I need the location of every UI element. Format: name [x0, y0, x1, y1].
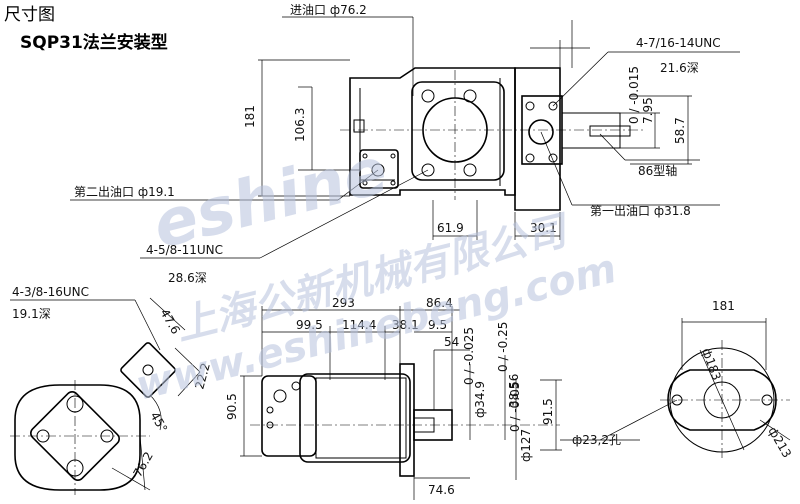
tol-38-56: 0 / -0.25: [496, 322, 510, 372]
dim-181-end: 181: [712, 299, 735, 313]
dim-30-1: 30.1: [530, 221, 557, 235]
holes-label: ф23,2孔: [572, 433, 621, 447]
dim-38-1: 38.1: [392, 318, 419, 332]
dim-45: 45°: [147, 410, 170, 435]
watermark-brand: eshine: [146, 134, 395, 263]
second-outlet-label: 第二出油口 ф19.1: [74, 185, 175, 199]
dim-74-6: 74.6: [428, 483, 455, 497]
first-outlet-label: 第一出油口 ф31.8: [590, 204, 691, 218]
depth-19-1-label: 19.1深: [12, 307, 51, 321]
tol-34-9: 0 / -0.025: [462, 327, 476, 385]
drawing-subtitle: SQP31法兰安装型: [20, 32, 168, 53]
dim-76-2: 76.2: [130, 449, 155, 479]
unc-top-right-label: 4-7/16-14UNC: [636, 36, 721, 50]
end-view-left-dimensions: 4-3/8-16UNC 19.1深 47.6 22.2 45° 76.2: [10, 285, 213, 491]
top-front-view: [340, 67, 645, 211]
dim-183: ф183: [699, 346, 724, 382]
side-view: [250, 363, 560, 477]
unc-5-8-label: 4-5/8-11UNC: [146, 243, 223, 257]
dim-54: 54: [444, 335, 459, 349]
inlet-port-label: 进油口 ф76.2: [290, 3, 367, 17]
tol-127: 0 / -0.05: [508, 382, 522, 432]
dim-86-4: 86.4: [426, 296, 453, 310]
dim-106-3: 106.3: [293, 108, 307, 142]
dim-293: 293: [332, 296, 355, 310]
end-view-right: 181 ф183 ф213 ф23,2孔: [560, 299, 794, 460]
dim-34-9: ф34.9: [473, 381, 487, 418]
top-view-dimensions: 181 106.3 进油口 ф76.2 4-7/16-14UNC 21.6深 7…: [70, 3, 740, 285]
dim-114-4: 114.4: [342, 318, 376, 332]
drawing-title: 尺寸图: [4, 5, 55, 25]
dim-91-5: 91.5: [541, 398, 555, 425]
shaft-key-tol: 0 / -0.015: [627, 66, 641, 124]
dim-9-5: 9.5: [428, 318, 447, 332]
dim-181-side: 181: [243, 105, 257, 128]
dim-61-9: 61.9: [437, 221, 464, 235]
end-view-left: [10, 342, 176, 495]
shaft-key-dim: 7.95: [641, 97, 655, 124]
dim-22-2: 22.2: [192, 361, 212, 390]
dim-213: ф213: [765, 425, 794, 461]
dim-99-5: 99.5: [296, 318, 323, 332]
dim-127: ф127: [519, 429, 533, 462]
depth-28-6-label: 28.6深: [168, 271, 207, 285]
shaft-86-label: 86型轴: [638, 163, 677, 178]
depth-21-6-label: 21.6深: [660, 61, 699, 75]
dim-58-7: 58.7: [673, 117, 687, 144]
dim-38-56: 38.56: [507, 374, 521, 408]
unc-3-8-label: 4-3/8-16UNC: [12, 285, 89, 299]
side-view-dimensions: 293 86.4 99.5 114.4 38.1 9.5 54 90.5 ф34…: [225, 296, 562, 500]
dim-90-5: 90.5: [225, 393, 239, 420]
